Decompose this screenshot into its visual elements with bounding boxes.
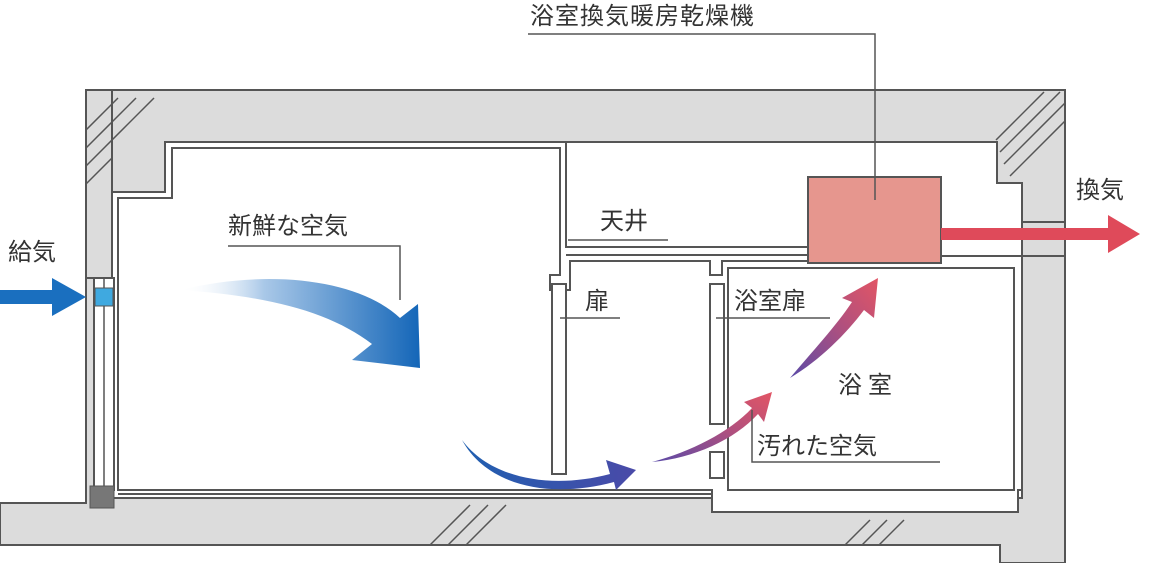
exhaust-arrow [941,215,1140,253]
fresh-air-arrow [180,279,420,368]
bathroom-door-label: 浴室扉 [734,287,806,315]
floor-airflow-arrow [462,440,636,490]
ceiling-label: 天井 [600,207,648,235]
wall-base-block [89,485,115,509]
dirty-air-arrow-upper [790,278,878,378]
fresh-air-leader [228,245,401,300]
exhaust-label: 換気 [1076,176,1124,204]
unit-label: 浴室換気暖房乾燥機 [530,2,755,30]
bathroom-door-upper [709,283,725,425]
bathroom-label: 浴室 [838,371,898,399]
dirty-air-arrow [652,392,772,462]
dirty-air-label: 汚れた空気 [757,432,877,460]
unit-leader-line [528,33,876,200]
supply-arrow [0,278,86,316]
door-partition [551,283,567,475]
door-label: 扉 [585,287,609,315]
bathroom-door-lower [709,451,725,479]
fresh-air-label: 新鮮な空気 [228,212,348,240]
supply-vent [94,287,114,307]
upper-left-wall [85,89,113,279]
bathroom-interior [727,267,1015,491]
wall-hatching [85,91,1066,546]
dirty-air-leader [751,410,940,463]
supply-label: 給気 [8,238,56,266]
